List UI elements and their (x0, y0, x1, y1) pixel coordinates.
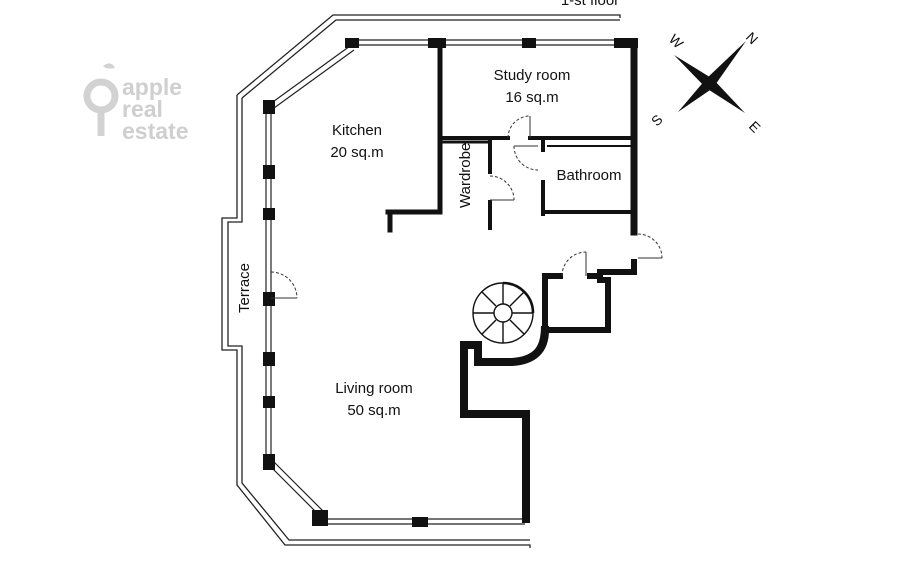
logo-leaf-icon (103, 63, 115, 69)
compass-north: N (743, 29, 761, 47)
bathroom-name: Bathroom (556, 167, 621, 184)
outer-terrace-outline (221, 14, 621, 548)
study-name: Study room (494, 67, 571, 84)
kitchen-name: Kitchen (332, 122, 382, 139)
compass-south: S (648, 111, 666, 129)
living-room-name: Living room (335, 380, 413, 397)
wall-piers (263, 38, 638, 527)
living-room-area: 50 sq.m (347, 402, 400, 419)
logo-line-3: estate (122, 118, 188, 144)
wardrobe-name: Wardrobe (457, 143, 474, 208)
terrace-name: Terrace (236, 263, 253, 313)
spiral-staircase-icon (472, 281, 535, 344)
interior-walls (385, 38, 638, 523)
kitchen-area: 20 sq.m (330, 144, 383, 161)
logo-line-2: real (122, 96, 163, 122)
floor-label: 1-st floor (561, 0, 619, 9)
logo-pin-icon (83, 78, 119, 136)
compass-icon (674, 41, 746, 113)
study-area: 16 sq.m (505, 89, 558, 106)
door-swings (270, 115, 663, 299)
compass-west: W (666, 31, 687, 52)
windows (265, 39, 630, 525)
logo-line-1: apple (122, 74, 182, 100)
compass-east: E (746, 118, 764, 136)
apple-real-estate-logo: apple real estate (83, 63, 188, 144)
